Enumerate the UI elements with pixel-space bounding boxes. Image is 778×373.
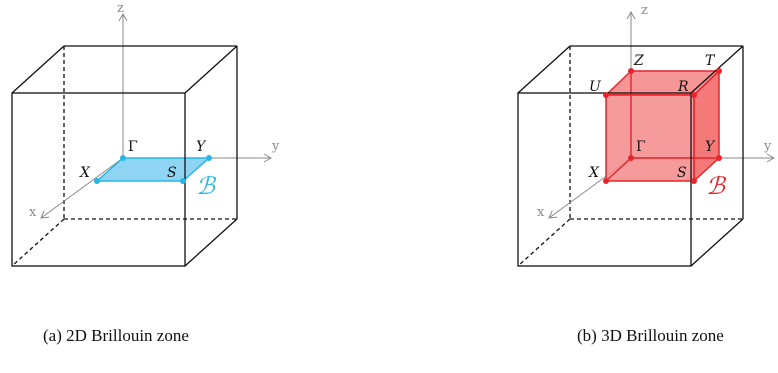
point-r [691, 92, 697, 98]
zone-points [94, 155, 212, 184]
diagram-2d-brillouin-zone: z y x Γ Y S X ℬ [11, 1, 280, 267]
label-s: S [677, 165, 687, 181]
label-z: Z [633, 53, 644, 69]
label-r: R [677, 79, 689, 95]
point-y [206, 155, 212, 161]
point-x [94, 178, 100, 184]
caption-2d-brillouin-zone: (a) 2D Brillouin zone [43, 326, 189, 345]
label-y: Y [196, 139, 207, 155]
brillouin-zone-hidden-edges [605, 71, 719, 182]
x-axis-label: x [537, 205, 545, 220]
zone-points [603, 68, 722, 184]
x-axis [40, 157, 124, 219]
y-axis-label: y [763, 139, 772, 154]
diagram-3d-brillouin-zone: z y x Γ Y S X Z T U R ℬ [517, 3, 776, 267]
point-s [180, 178, 186, 184]
point-y [716, 155, 722, 161]
point-gamma [628, 155, 634, 161]
label-x: X [79, 165, 91, 181]
cube-hidden-edges [11, 46, 237, 267]
y-axis-label: y [271, 139, 280, 154]
caption-3d-brillouin-zone: (b) 3D Brillouin zone [577, 326, 724, 345]
point-z [628, 68, 634, 74]
label-s: S [167, 165, 177, 181]
cube-hidden-edges [517, 46, 743, 267]
label-u: U [589, 79, 602, 95]
panel-3d-brillouin-zone: z y x Γ Y S X Z T U R ℬ [506, 0, 778, 300]
x-axis-label: x [29, 205, 37, 220]
label-x: X [588, 165, 600, 181]
panel-2d-brillouin-zone: z y x Γ Y S X ℬ [0, 0, 300, 300]
point-t [716, 68, 722, 74]
zone-label-b: ℬ [706, 172, 727, 200]
point-u [603, 92, 609, 98]
brillouin-zone-plane [95, 157, 211, 182]
z-axis-label: z [117, 1, 124, 16]
point-x [603, 178, 609, 184]
point-gamma [120, 155, 126, 161]
zone-label-b: ℬ [196, 172, 217, 200]
label-gamma: Γ [636, 139, 646, 155]
label-t: T [705, 53, 716, 69]
point-s [691, 178, 697, 184]
label-gamma: Γ [128, 139, 138, 155]
z-axis-label: z [641, 3, 648, 18]
label-y: Y [705, 139, 716, 155]
